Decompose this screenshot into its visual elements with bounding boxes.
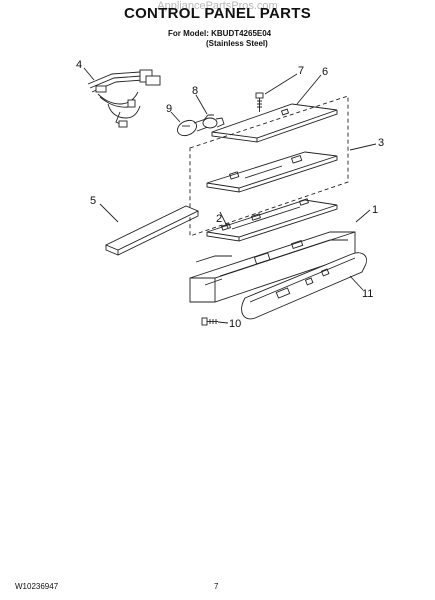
callout-4: 4 xyxy=(76,59,82,71)
callout-8: 8 xyxy=(192,85,198,97)
callout-5: 5 xyxy=(90,195,96,207)
lower-control-board xyxy=(206,198,338,242)
lamp-bulb xyxy=(177,118,209,137)
screw-lower xyxy=(201,317,218,326)
callout-7: 7 xyxy=(298,65,304,77)
callout-6: 6 xyxy=(322,66,328,78)
upper-control-board xyxy=(206,151,338,193)
screw xyxy=(255,92,264,112)
callout-11: 11 xyxy=(362,288,373,300)
page-title: CONTROL PANEL PARTS xyxy=(123,5,312,22)
assembly-bracket xyxy=(189,95,349,237)
callout-3: 3 xyxy=(378,137,384,149)
callout-10: 10 xyxy=(229,318,241,330)
wire-harness xyxy=(87,69,161,128)
callout-2: 2 xyxy=(216,213,222,225)
trim-strip xyxy=(104,205,200,256)
watermark: AppliancePartsPros.com xyxy=(157,0,278,12)
leader-lines xyxy=(83,67,377,324)
lamp-socket xyxy=(202,114,225,129)
callout-9: 9 xyxy=(166,103,172,115)
finish-line: (Stainless Steel) xyxy=(206,39,268,48)
top-panel xyxy=(211,103,338,143)
page-number: 7 xyxy=(214,582,219,591)
callout-1: 1 xyxy=(372,204,378,216)
doc-number: W10236947 xyxy=(15,582,59,591)
model-line: For Model: KBUDT4265E04 xyxy=(168,29,272,38)
front-overlay-panel xyxy=(241,252,367,320)
